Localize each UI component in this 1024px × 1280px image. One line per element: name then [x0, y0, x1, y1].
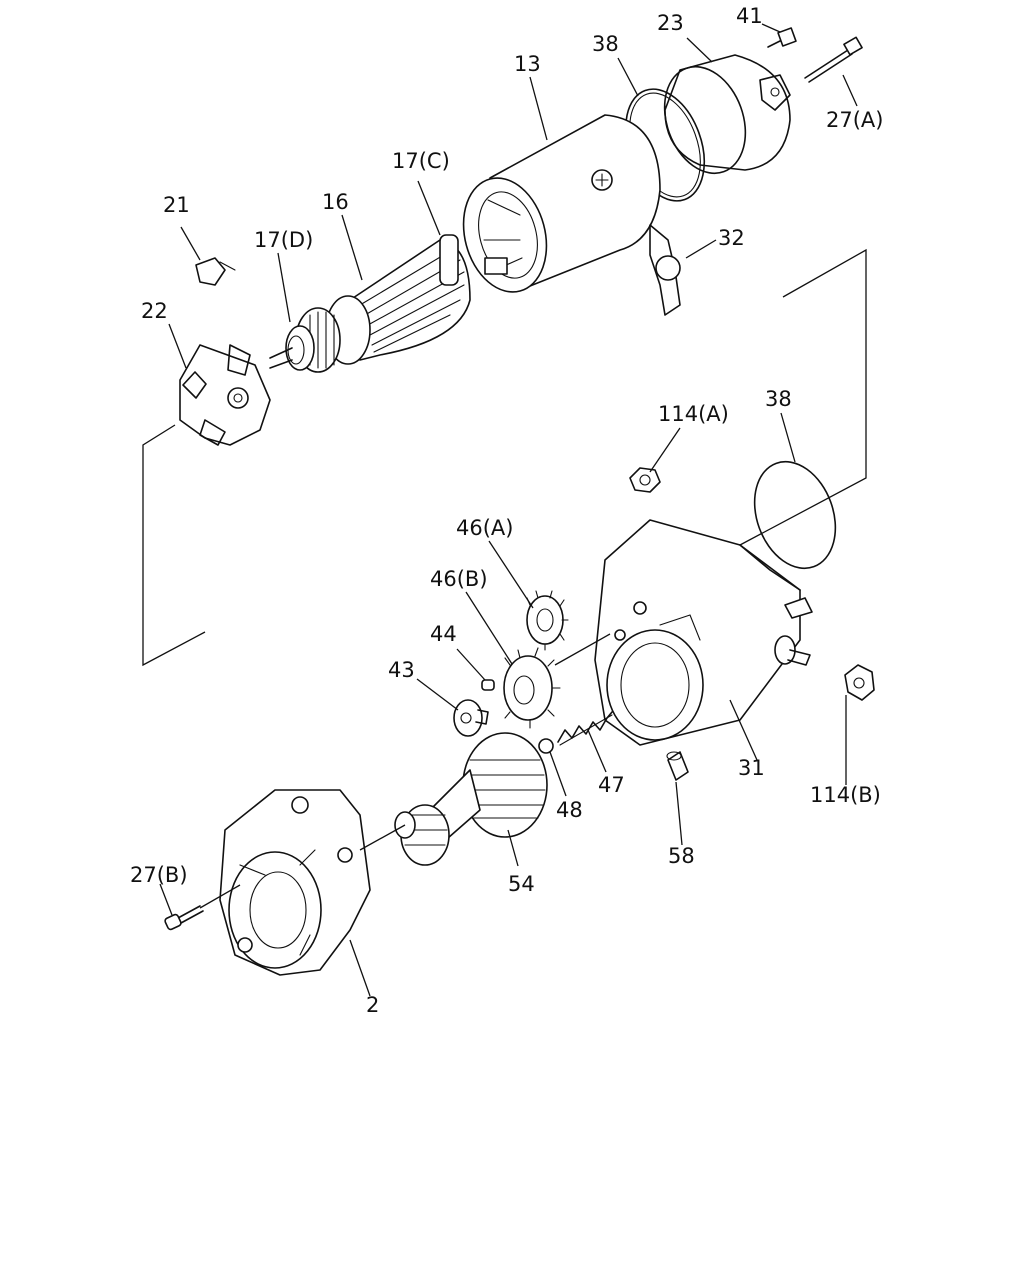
callout-16: 16 — [322, 190, 349, 214]
idler-gear-46a — [526, 590, 569, 651]
callout-41: 41 — [736, 4, 763, 28]
callout-58: 58 — [668, 844, 695, 868]
pin-58 — [666, 751, 689, 781]
callout-114b: 114(B) — [810, 783, 881, 807]
callout-48: 48 — [556, 798, 583, 822]
brush-holder-part — [179, 344, 271, 446]
callout-27a: 27(A) — [826, 108, 883, 132]
callout-31: 31 — [738, 756, 765, 780]
nut-114b — [844, 664, 875, 701]
through-bolt-27a — [804, 36, 863, 83]
callout-38-upper: 38 — [592, 32, 619, 56]
armature-part — [269, 234, 471, 373]
front-housing-part — [219, 789, 371, 976]
callout-23: 23 — [657, 11, 684, 35]
callout-46b: 46(B) — [430, 567, 488, 591]
callout-54: 54 — [508, 872, 535, 896]
retainer-43 — [453, 699, 489, 737]
callout-32: 32 — [718, 226, 745, 250]
spring-47 — [557, 711, 613, 746]
callout-38-lower: 38 — [765, 387, 792, 411]
callout-labels: 41 23 38 13 27(A) 17(C) 21 16 17(D) 32 2… — [130, 4, 883, 1017]
housing-part — [594, 519, 813, 746]
callout-13: 13 — [514, 52, 541, 76]
screw-41 — [767, 27, 797, 48]
callout-114a: 114(A) — [658, 402, 729, 426]
brush-21 — [195, 257, 236, 286]
terminal-32 — [649, 224, 681, 316]
callout-44: 44 — [430, 622, 457, 646]
pin-44 — [481, 679, 495, 691]
ball-48 — [538, 738, 554, 754]
callout-46a: 46(A) — [456, 516, 513, 540]
callout-27b: 27(B) — [130, 863, 188, 887]
bolt-27b — [164, 905, 204, 931]
callout-47: 47 — [598, 773, 625, 797]
yoke-part — [462, 114, 661, 293]
pinion-clutch-part — [394, 732, 548, 866]
o-ring-lower — [753, 460, 837, 570]
idler-gear-46b — [503, 647, 561, 729]
rear-cover-part — [663, 54, 791, 175]
nut-114a — [629, 467, 661, 493]
alignment-lines — [142, 248, 867, 909]
callout-22: 22 — [141, 299, 168, 323]
callout-21: 21 — [163, 193, 190, 217]
callout-43: 43 — [388, 658, 415, 682]
terminal-bolt — [774, 635, 811, 666]
callout-2: 2 — [366, 993, 379, 1017]
callout-leaders — [159, 23, 858, 997]
callout-17c: 17(C) — [392, 149, 450, 173]
callout-17d: 17(D) — [254, 228, 313, 252]
